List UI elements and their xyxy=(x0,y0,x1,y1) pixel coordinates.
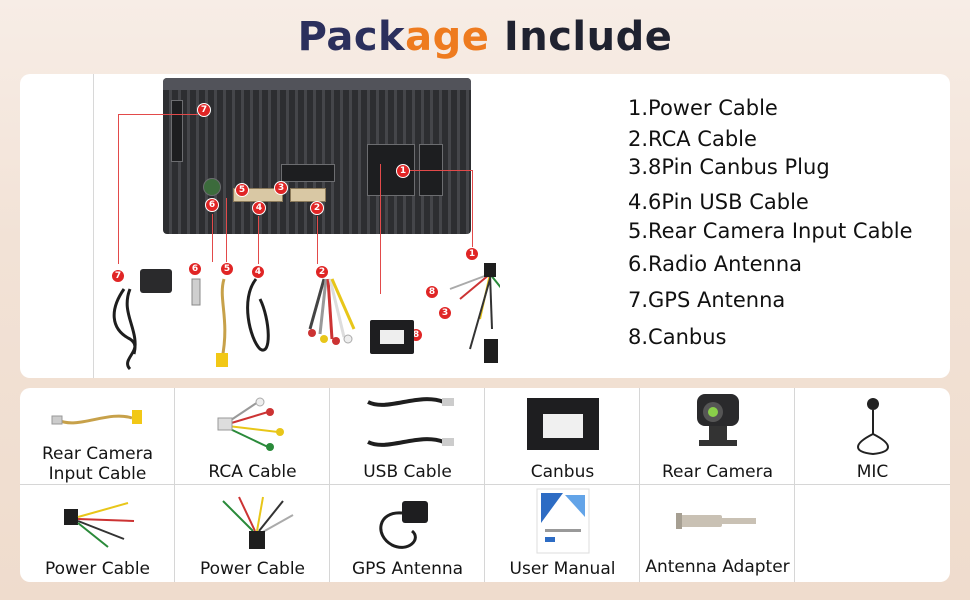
badge-1: 1 xyxy=(396,164,410,178)
leader-line xyxy=(317,216,318,264)
leader-line xyxy=(472,170,473,248)
leader-line xyxy=(118,114,119,264)
item-caption: USB Cable xyxy=(363,462,452,482)
user-manual-icon xyxy=(536,488,589,554)
canbus-box-image xyxy=(370,320,414,354)
legend-item: 4.6Pin USB Cable xyxy=(628,190,809,214)
badge-6-cable: 6 xyxy=(188,262,202,276)
mic-icon xyxy=(856,398,889,456)
badge-7: 7 xyxy=(197,103,211,117)
item-caption: Power Cable xyxy=(199,559,306,579)
item-caption: Rear Camera xyxy=(661,462,774,482)
item-caption: Canbus xyxy=(530,462,595,482)
badge-4-cable: 4 xyxy=(251,265,265,279)
legend-item: 1.Power Cable xyxy=(628,96,778,120)
gps-antenna-icon xyxy=(378,501,428,549)
power-cable-icon xyxy=(63,502,134,548)
leader-line xyxy=(380,164,381,294)
leader-line xyxy=(226,198,227,264)
rear-camera-cable-icon xyxy=(51,410,142,425)
badge-2: 2 xyxy=(310,201,324,215)
item-caption: GPS Antenna xyxy=(351,559,464,579)
rear-camera-icon xyxy=(696,394,739,446)
antenna-adapter-icon xyxy=(675,513,756,529)
title-word-part2: age xyxy=(405,14,490,60)
badge-1-cable: 1 xyxy=(465,247,479,261)
item-user-manual: User Manual xyxy=(485,485,640,582)
leader-line xyxy=(258,216,259,264)
legend-item: 5.Rear Camera Input Cable xyxy=(628,219,913,243)
rca-cable-icon xyxy=(217,397,284,451)
item-antenna-adapter: Antenna Adapter xyxy=(640,485,795,582)
unit-port xyxy=(281,164,335,182)
item-mic: MIC xyxy=(795,388,950,485)
title-word-part1: Pack xyxy=(297,14,406,60)
item-caption: Antenna Adapter xyxy=(645,557,790,577)
package-items-grid: Rear Camera Input Cable RCA Cable USB Ca… xyxy=(20,388,950,582)
legend-item: 6.Radio Antenna xyxy=(628,252,803,276)
item-caption: User Manual xyxy=(509,559,616,579)
item-power-cable-1: Power Cable xyxy=(20,485,175,582)
title-word-include: Include xyxy=(503,14,673,60)
power-cable-icon xyxy=(221,496,293,549)
item-caption: RCA Cable xyxy=(208,462,297,482)
badge-5-cable: 5 xyxy=(220,262,234,276)
legend-item: 7.GPS Antenna xyxy=(628,288,786,312)
page-title: Package Include xyxy=(0,14,970,60)
item-power-cable-2: Power Cable xyxy=(175,485,330,582)
item-usb-cable: USB Cable xyxy=(330,388,485,485)
leader-line xyxy=(410,170,472,171)
badge-3: 3 xyxy=(274,181,288,195)
badge-7-cable: 7 xyxy=(111,269,125,283)
unit-port-radio xyxy=(203,178,221,196)
legend-item: 2.RCA Cable xyxy=(628,127,757,151)
item-caption: Rear Camera Input Cable xyxy=(20,444,175,484)
divider xyxy=(93,74,94,378)
item-rear-camera: Rear Camera xyxy=(640,388,795,485)
item-rca-cable: RCA Cable xyxy=(175,388,330,485)
gps-antenna-puck xyxy=(140,269,172,293)
unit-port xyxy=(171,100,183,162)
badge-4: 4 xyxy=(252,201,266,215)
head-unit-strip xyxy=(163,78,471,90)
item-gps-antenna: GPS Antenna xyxy=(330,485,485,582)
leader-line xyxy=(118,114,198,115)
item-canbus: Canbus xyxy=(485,388,640,485)
badge-6: 6 xyxy=(205,198,219,212)
wiring-diagram-panel: 7 6 5 3 4 2 1 7 6 5 4 2 1 8 3 8 xyxy=(20,74,950,378)
item-caption-text: Rear Camera Input Cable xyxy=(41,444,154,484)
item-caption: MIC xyxy=(856,462,889,482)
canbus-icon xyxy=(526,398,599,450)
head-unit-back-image xyxy=(163,78,471,234)
usb-cable-icon xyxy=(366,397,454,447)
radio-antenna-plug xyxy=(191,278,201,306)
legend-item: 8.Canbus xyxy=(628,325,727,349)
cables-illustration xyxy=(112,263,500,371)
item-rear-camera-input-cable: Rear Camera Input Cable xyxy=(20,388,175,485)
badge-2-cable: 2 xyxy=(315,265,329,279)
legend-item: 3.8Pin Canbus Plug xyxy=(628,155,830,179)
badge-3-cable: 3 xyxy=(438,306,452,320)
badge-8-cable: 8 xyxy=(425,285,439,299)
item-caption: Power Cable xyxy=(44,559,151,579)
leader-line xyxy=(212,214,213,262)
unit-connector xyxy=(290,188,326,202)
badge-5: 5 xyxy=(235,183,249,197)
